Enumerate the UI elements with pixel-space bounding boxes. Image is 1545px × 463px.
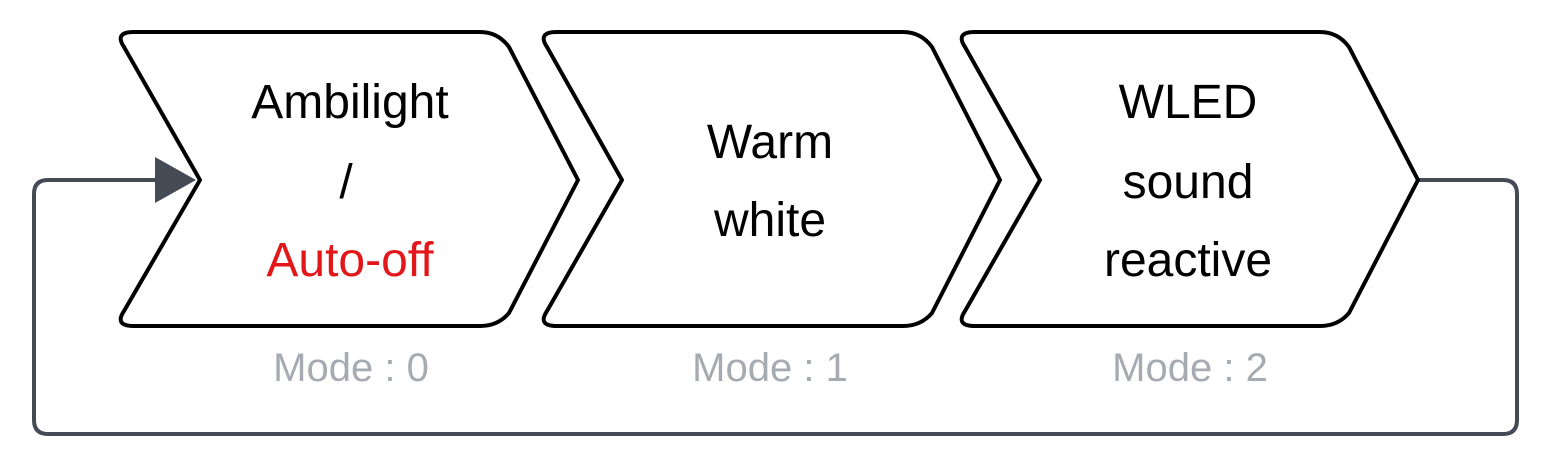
mode-label-line: Warm bbox=[707, 116, 833, 169]
mode-label-line: reactive bbox=[1104, 234, 1272, 287]
mode-label-line: Ambilight bbox=[251, 76, 448, 129]
mode-caption: Mode : 0 bbox=[273, 346, 429, 390]
mode-caption: Mode : 1 bbox=[692, 346, 848, 390]
mode-label-line: / bbox=[339, 156, 353, 209]
mode-label-line: WLED bbox=[1119, 76, 1258, 129]
mode-step-2: WLED sound reactive Mode : 2 bbox=[959, 30, 1420, 390]
chevron-shape bbox=[118, 30, 580, 328]
mode-label-line: white bbox=[713, 194, 826, 247]
mode-caption: Mode : 2 bbox=[1112, 346, 1268, 390]
loop-arrowhead-icon bbox=[155, 157, 196, 203]
mode-label-line: sound bbox=[1123, 156, 1254, 209]
mode-label-line: Auto-off bbox=[266, 234, 434, 287]
mode-step-0: Ambilight / Auto-off Mode : 0 bbox=[118, 30, 580, 390]
loop-connector bbox=[32, 178, 1519, 436]
mode-step-1: Warm white Mode : 1 bbox=[541, 30, 1002, 390]
chevron-shape bbox=[541, 30, 1002, 328]
chevron-shape bbox=[959, 30, 1420, 328]
